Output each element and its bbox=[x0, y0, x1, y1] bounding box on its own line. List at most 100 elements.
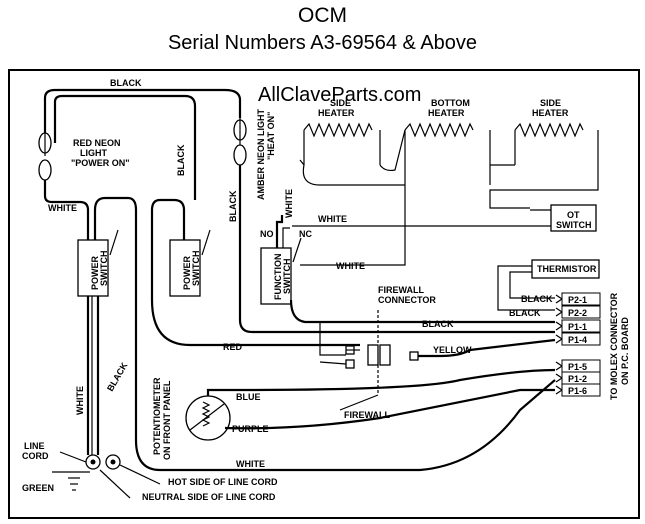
function-switch-label-b: SWITCH bbox=[282, 259, 292, 295]
wire-black-switch2 bbox=[150, 198, 360, 347]
wire-nc bbox=[282, 227, 290, 248]
label-molex-1: TO MOLEX CONNECTOR bbox=[609, 292, 619, 400]
label-black-top: BLACK bbox=[110, 78, 142, 88]
potentiometer-icon bbox=[185, 395, 231, 441]
side-heater-left bbox=[299, 122, 381, 166]
wire-white-func bbox=[289, 299, 555, 324]
label-black-p1-1: BLACK bbox=[422, 319, 454, 329]
label-black-p2-1: BLACK bbox=[521, 294, 553, 304]
label-black-low-vert: BLACK bbox=[105, 360, 130, 393]
wire-black-switch1 bbox=[93, 196, 138, 440]
label-side-heater-l2: HEATER bbox=[318, 108, 355, 118]
label-firewall: FIREWALL bbox=[344, 410, 390, 420]
power-switch-2-label-a: POWER bbox=[182, 255, 192, 290]
pin-p1-4: P1-4 bbox=[555, 332, 601, 346]
label-nc: NC bbox=[299, 229, 312, 239]
hot-side-pointer bbox=[119, 464, 161, 485]
label-side-heater-r1: SIDE bbox=[540, 98, 561, 108]
diagram-frame bbox=[8, 69, 640, 519]
bottom-heater bbox=[404, 122, 491, 185]
power-switch-1 bbox=[77, 239, 109, 297]
label-white-low-vert: WHITE bbox=[75, 386, 85, 415]
label-amber-1: AMBER NEON LIGHT bbox=[256, 109, 266, 201]
pin-label: P2-2 bbox=[568, 308, 587, 318]
function-switch bbox=[260, 247, 292, 305]
label-pot-1: POTENTIOMETER bbox=[152, 377, 162, 455]
label-bottom-heater-2: HEATER bbox=[428, 108, 465, 118]
pin-label: P1-1 bbox=[568, 322, 587, 332]
label-firewall-connector-1: FIREWALL bbox=[378, 285, 424, 295]
red-neon-light-icon bbox=[38, 130, 52, 181]
heater-interconnect bbox=[302, 129, 599, 209]
function-switch-label-a: FUNCTION bbox=[273, 254, 283, 301]
label-green: GREEN bbox=[22, 483, 54, 493]
pin-p1-2: P1-2 bbox=[555, 371, 601, 385]
label-black-p2-2: BLACK bbox=[509, 308, 541, 318]
label-amber-2: "HEAT ON" bbox=[266, 112, 276, 160]
wire-purple bbox=[224, 388, 555, 430]
label-firewall-connector-2: CONNECTOR bbox=[378, 295, 436, 305]
label-pot-2: ON FRONT PANEL bbox=[162, 380, 172, 460]
watermark: AllClaveParts.com bbox=[258, 84, 421, 106]
label-red-neon-1: RED NEON bbox=[73, 138, 121, 148]
pin-label: P2-1 bbox=[568, 295, 587, 305]
pin-p1-1: P1-1 bbox=[555, 319, 601, 333]
label-yellow: YELLOW bbox=[433, 345, 472, 355]
label-white-bottom: WHITE bbox=[236, 459, 265, 469]
label-molex-2: ON P.C. BOARD bbox=[620, 317, 630, 385]
wire-white-firewall bbox=[319, 322, 347, 365]
pin-p1-6: P1-6 bbox=[555, 383, 601, 397]
wire-heater-to-func bbox=[300, 185, 406, 266]
switch-lever-3 bbox=[292, 237, 302, 263]
label-red-neon-2: LIGHT bbox=[80, 148, 107, 158]
label-red: RED bbox=[223, 342, 243, 352]
wire-white-func-top bbox=[275, 215, 284, 248]
pin-label: P1-6 bbox=[568, 386, 587, 396]
label-bottom-heater-1: BOTTOM bbox=[431, 98, 470, 108]
wire-blue bbox=[206, 368, 556, 396]
wire-white-left bbox=[43, 180, 90, 240]
line-cord-icon bbox=[85, 454, 121, 470]
label-side-heater-l1: SIDE bbox=[330, 98, 351, 108]
pin-p2-2: P2-2 bbox=[555, 305, 601, 319]
diagram-title: OCM bbox=[298, 4, 347, 27]
label-white-func: WHITE bbox=[336, 261, 365, 271]
power-switch-2 bbox=[169, 239, 201, 297]
power-switch-1-label-a: POWER bbox=[90, 255, 100, 290]
label-white-mid: WHITE bbox=[318, 214, 347, 224]
wire-black-top bbox=[43, 88, 242, 133]
thermistor-box bbox=[531, 259, 600, 279]
wire-black-func bbox=[238, 165, 555, 334]
label-white-vert: WHITE bbox=[284, 189, 294, 218]
line-cord-pointer bbox=[59, 451, 87, 463]
switch-lever-2 bbox=[201, 229, 211, 256]
power-switch-1-label-b: SWITCH bbox=[99, 251, 109, 287]
label-blue: BLUE bbox=[236, 392, 261, 402]
power-switch-2-label-b: SWITCH bbox=[191, 251, 201, 287]
label-neutral-side: NEUTRAL SIDE OF LINE CORD bbox=[142, 492, 276, 502]
wire-thermistor-2 bbox=[509, 271, 555, 299]
label-line-cord-2: CORD bbox=[22, 451, 49, 461]
pin-connector: P2-1P2-2P1-1P1-4P1-5P1-2P1-6 bbox=[555, 292, 601, 397]
pin-p2-1: P2-1 bbox=[555, 292, 601, 306]
pin-label: P1-5 bbox=[568, 362, 587, 372]
label-black-vert1: BLACK bbox=[176, 144, 186, 176]
amber-neon-light-icon bbox=[233, 117, 247, 166]
label-thermistor: THERMISTOR bbox=[537, 264, 597, 274]
label-purple: PURPLE bbox=[232, 424, 269, 434]
neutral-side-pointer bbox=[99, 469, 131, 499]
wire-white-bottom bbox=[134, 379, 556, 472]
ground-icon bbox=[52, 471, 90, 491]
switch-lever-1 bbox=[109, 229, 119, 256]
wire-thermistor-1 bbox=[497, 265, 555, 311]
wire-red-neon-loop bbox=[53, 94, 197, 200]
pin-p1-5: P1-5 bbox=[555, 359, 601, 373]
ot-switch bbox=[550, 204, 597, 232]
label-no: NO bbox=[260, 229, 274, 239]
label-white-left: WHITE bbox=[48, 203, 77, 213]
label-side-heater-r2: HEATER bbox=[532, 108, 569, 118]
wire-yellow bbox=[418, 338, 556, 358]
label-hot-side: HOT SIDE OF LINE CORD bbox=[168, 477, 278, 487]
label-black-vert2: BLACK bbox=[228, 190, 238, 222]
